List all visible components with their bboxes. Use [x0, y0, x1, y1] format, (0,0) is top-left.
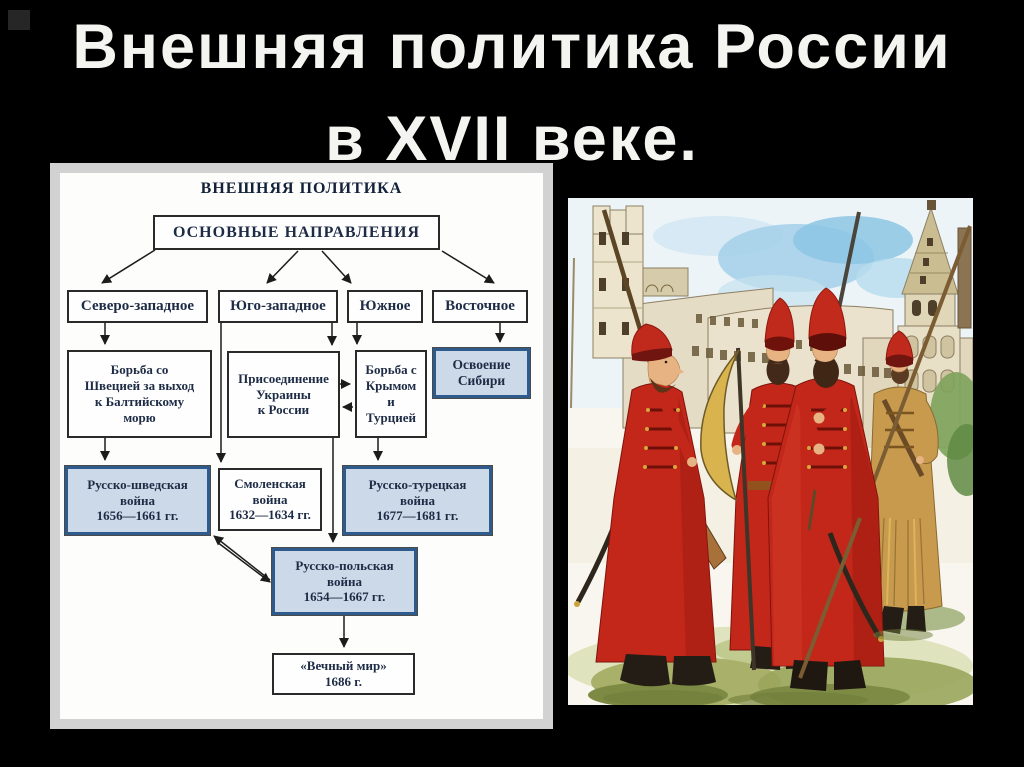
flowchart-heading: ВНЕШНЯЯ ПОЛИТИКА [200, 180, 403, 197]
bush [930, 372, 973, 496]
slide-title-line2: в XVII веке. [325, 104, 699, 174]
root-box: ОСНОВНЫЕ НАПРАВЛЕНИЯ [153, 215, 440, 250]
task-box-sweden: Борьба со Швецией за выход к Балтийскому… [67, 350, 212, 438]
pike-upper [858, 225, 972, 519]
arrow-root-e [441, 250, 495, 284]
war-box-russo-polish: Русско-польская война 1654—1667 гг. [272, 548, 417, 615]
pike-lower [798, 517, 862, 679]
left-tower [592, 205, 644, 359]
streltsy-figure-1 [574, 209, 727, 687]
arrow-swedish-polish [216, 541, 271, 583]
streltsy-illustration [568, 198, 973, 705]
task-box-crimea-turkey: Борьба с Крымом и Турцией [355, 350, 427, 438]
arrow-root-s [321, 250, 352, 284]
war-box-smolensk: Смоленская война 1632—1634 гг. [218, 468, 322, 531]
scan-artifact [8, 10, 30, 30]
arrow-polish-swedish [213, 535, 271, 581]
task-box-ukraine: Присоединение Украины к России [227, 351, 340, 438]
direction-box-northwest: Северо-западное [67, 290, 208, 323]
slide-title-line1: Внешняя политика России [72, 12, 952, 82]
war-box-russo-turkish: Русско-турецкая война 1677—1681 гг. [343, 466, 492, 535]
streltsy-figure-3 [767, 211, 885, 691]
arrow-root-nw [101, 249, 156, 284]
direction-box-southwest: Юго-западное [218, 290, 338, 323]
flowchart-arrows [100, 249, 505, 648]
arrow-root-sw [266, 250, 299, 284]
war-box-russo-swedish: Русско-шведская война 1656—1661 гг. [65, 466, 210, 535]
direction-box-south: Южное [347, 290, 423, 323]
task-box-siberia: Освоение Сибири [433, 348, 530, 398]
treaty-box-eternal-peace: «Вечный мир» 1686 г. [272, 653, 415, 695]
figure-shadows [603, 629, 933, 705]
direction-box-east: Восточное [432, 290, 528, 323]
streltsy-figure-4 [865, 330, 943, 634]
berdiche-axe [700, 347, 756, 671]
flowchart-panel: ВНЕШНЯЯ ПОЛИТИКА ОСНОВНЫЕ НАПРАВЛЕНИЯ Се… [50, 163, 553, 729]
